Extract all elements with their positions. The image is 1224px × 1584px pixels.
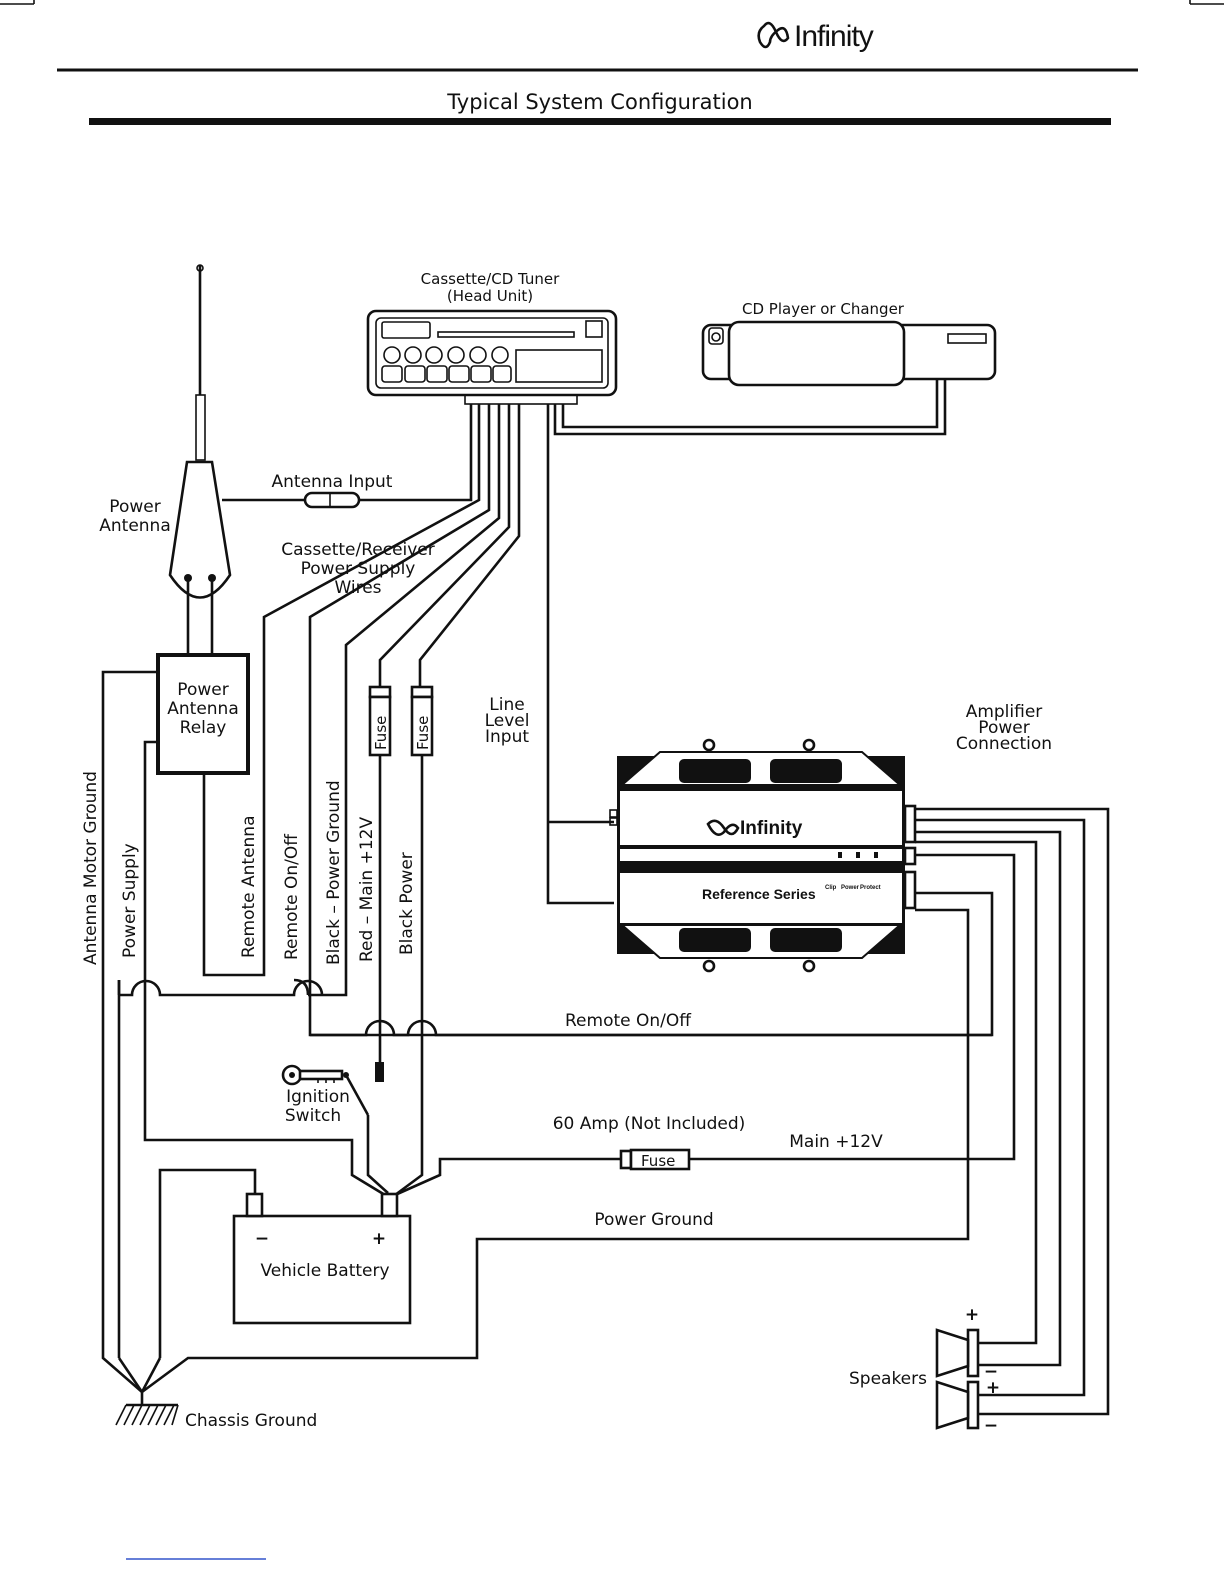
key-icon <box>281 1064 344 1086</box>
speaker-1-minus: − <box>984 1362 998 1382</box>
power-ground-label: Power Ground <box>594 1210 713 1230</box>
title-bar <box>89 118 1111 125</box>
power-antenna-label-1: Power <box>109 497 160 517</box>
ground-symbol-icon <box>115 1392 179 1426</box>
fuse-label-1: Fuse <box>372 716 390 750</box>
cd-changer-label: CD Player or Changer <box>742 300 905 318</box>
fuse-red-main: Fuse <box>368 685 392 757</box>
infinity-logo-icon <box>757 21 790 49</box>
speaker-wires <box>915 807 1110 1416</box>
power-supply-wire <box>143 740 386 1197</box>
amp-power-connection-label-1: Amplifier <box>966 702 1043 722</box>
ignition-label-1: Ignition <box>286 1087 350 1107</box>
power-supply-wires-label-3: Wires <box>334 578 381 598</box>
cd-changer: CD Player or Changer <box>701 300 997 387</box>
black-power-label: Black Power <box>397 852 417 955</box>
power-antenna: Power Antenna <box>99 264 232 655</box>
fuse-rating-label: 60 Amp (Not Included) <box>553 1114 746 1134</box>
antenna-input-label: Antenna Input <box>272 472 393 492</box>
amp-infinity-logo-icon <box>706 819 740 836</box>
cd-link-cable <box>553 379 947 436</box>
amp-series: Reference Series <box>702 886 816 902</box>
speaker-1-plus: + <box>965 1305 979 1325</box>
remote-on-off-wire: Remote On/Off <box>565 1011 692 1031</box>
head-unit-label-1: Cassette/CD Tuner <box>421 270 560 288</box>
battery-minus: − <box>255 1229 269 1249</box>
page-title: Typical System Configuration <box>446 90 752 114</box>
power-supply-wires-label-1: Cassette/Receiver <box>281 540 435 560</box>
relay-label-2: Antenna <box>167 699 239 719</box>
amplifier: Infinity Reference Series Clip Power Pro… <box>609 738 917 973</box>
battery-label: Vehicle Battery <box>260 1261 389 1281</box>
brand-name: Infinity <box>794 20 874 53</box>
speakers-label: Speakers <box>849 1369 927 1389</box>
power-ground-wire <box>141 908 970 1394</box>
black-power-ground-label: Black – Power Ground <box>324 780 344 965</box>
head-unit-buttons <box>381 346 603 383</box>
head-unit-label-2: (Head Unit) <box>447 287 533 305</box>
main-12v-wire <box>689 853 1016 1161</box>
amp-power-connection-label-3: Connection <box>956 734 1052 754</box>
power-supply-wires-label-2: Power Supply <box>301 559 416 579</box>
antenna-motor-ground-label: Antenna Motor Ground <box>81 771 101 965</box>
amp-led-power: Power <box>841 885 860 891</box>
head-unit-harness: Cassette/Receiver Power Supply Wires <box>202 404 994 1037</box>
power-supply-label: Power Supply <box>120 843 140 958</box>
crop-marks <box>0 0 1224 5</box>
speakers: + − + − Speakers <box>849 1305 1000 1436</box>
power-antenna-label-2: Antenna <box>99 516 171 536</box>
speaker-1-icon <box>935 1328 980 1378</box>
relay-label-3: Relay <box>180 718 227 738</box>
ignition-label-2: Switch <box>285 1106 341 1126</box>
power-antenna-relay: Power Antenna Relay <box>156 653 250 775</box>
line-level-label-1: Line <box>489 695 524 715</box>
speaker-2-minus: − <box>984 1416 998 1436</box>
chassis-ground-label: Chassis Ground <box>185 1411 317 1431</box>
head-unit: Cassette/CD Tuner (Head Unit) <box>366 270 618 405</box>
battery-plus: + <box>372 1229 386 1249</box>
brand-logo: Infinity <box>757 20 875 53</box>
amp-led-clip: Clip <box>825 885 837 891</box>
fuse-black-power: Fuse <box>410 685 434 757</box>
main-fuse: Fuse 60 Amp (Not Included) Main +12V <box>553 1114 883 1171</box>
antenna-motor-ground-wire <box>101 670 158 1393</box>
speaker-2-icon <box>935 1380 980 1430</box>
remote-antenna-label: Remote Antenna <box>239 816 259 959</box>
chassis-ground: Chassis Ground <box>115 1392 317 1431</box>
main-fuse-label: Fuse <box>641 1152 675 1170</box>
amp-power-connection-label-2: Power <box>978 718 1029 738</box>
ignition-switch: Ignition Switch <box>281 1064 389 1194</box>
remote-on-off-label: Remote On/Off <box>565 1011 692 1031</box>
main-12v-label: Main +12V <box>789 1132 883 1152</box>
red-main-12v-label: Red – Main +12V <box>357 817 377 962</box>
line-level-label-2: Level <box>485 711 530 731</box>
amp-led-protect: Protect <box>860 885 881 891</box>
antenna-input-cable: Antenna Input <box>222 404 473 509</box>
relay-label-1: Power <box>177 680 228 700</box>
remote-on-off-vertical-label: Remote On/Off <box>282 833 302 960</box>
line-level-label-3: Input <box>485 727 529 747</box>
vehicle-battery: − + Vehicle Battery <box>232 1192 412 1325</box>
fuse-label-2: Fuse <box>414 716 432 750</box>
speaker-2-plus: + <box>986 1378 1000 1398</box>
amp-brand: Infinity <box>740 818 803 839</box>
